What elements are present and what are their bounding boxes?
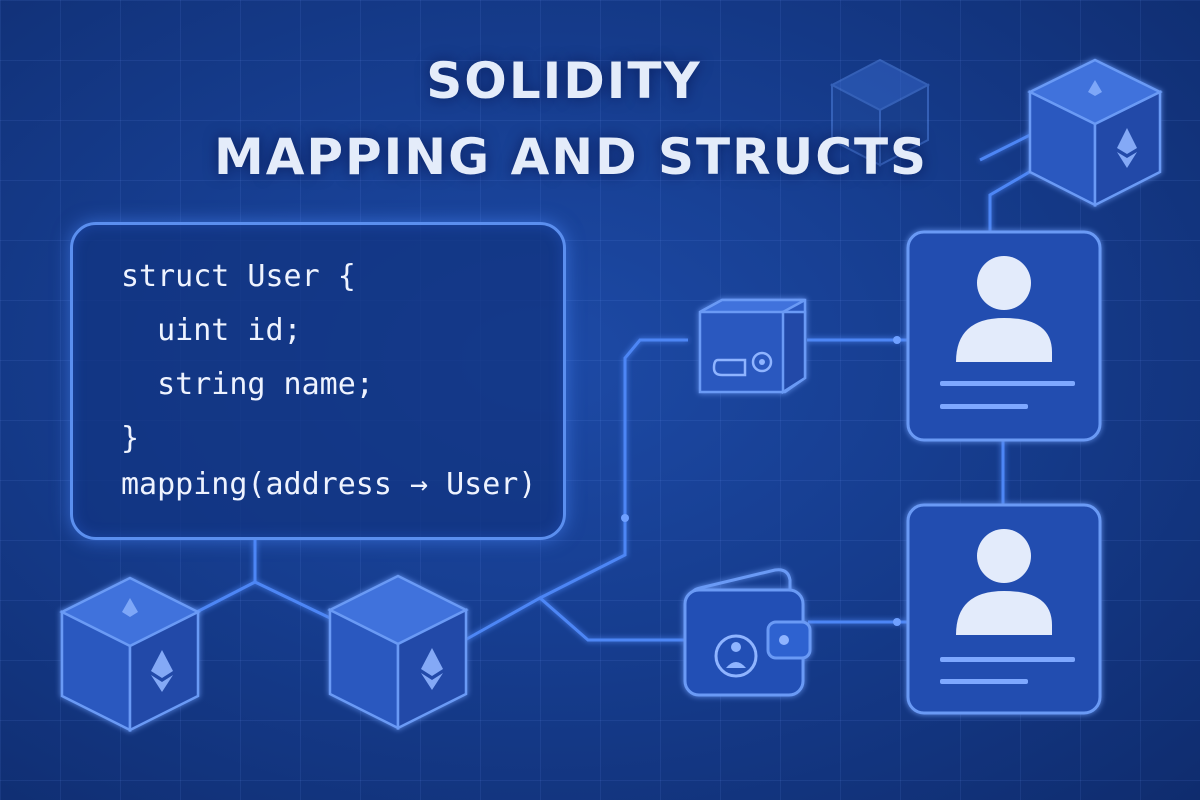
connector-dot: [893, 618, 901, 626]
code-line-mapping: mapping(address → User): [121, 467, 537, 502]
connector-block-to-wallet: [464, 596, 685, 642]
title-line-2: MAPPING AND STRUCTS: [213, 128, 929, 186]
user-card-top: [906, 230, 1102, 442]
code-panel: struct User { uint id; string name; } ma…: [70, 222, 566, 540]
ethereum-logo-icon: [151, 650, 173, 692]
title-line-1: SOLIDITY: [426, 52, 702, 110]
user-detail-line: [940, 657, 1075, 662]
connector-dot: [893, 336, 901, 344]
ethereum-logo-icon: [1117, 128, 1137, 168]
user-detail-line: [940, 679, 1028, 684]
code-line-string: string name;: [121, 367, 374, 402]
ethereum-cube-middle: [327, 574, 469, 731]
code-line-struct: struct User {: [121, 259, 356, 294]
user-avatar-icon: [956, 256, 1052, 362]
ethereum-logo-icon: [1088, 80, 1102, 96]
connector-dot: [621, 514, 629, 522]
wallet-icon: [683, 568, 812, 697]
ethereum-cube-left: [59, 576, 201, 733]
ethereum-logo-icon: [122, 598, 138, 617]
ethereum-logo-icon: [421, 648, 443, 690]
connector-dots: [621, 336, 901, 626]
code-line-brace: }: [121, 421, 140, 456]
ethereum-cube-top-right: [1027, 58, 1163, 208]
ethereum-cube-faint: [829, 58, 931, 167]
connector-branch-up: [539, 338, 688, 600]
code-line-uint: uint id;: [121, 313, 302, 348]
user-card-bottom: [906, 503, 1102, 715]
user-detail-line: [940, 381, 1075, 386]
user-detail-line: [940, 404, 1028, 409]
user-avatar-icon: [956, 529, 1052, 635]
hardware-wallet-icon: [698, 298, 807, 395]
connector-code-to-blocks: [184, 540, 331, 620]
